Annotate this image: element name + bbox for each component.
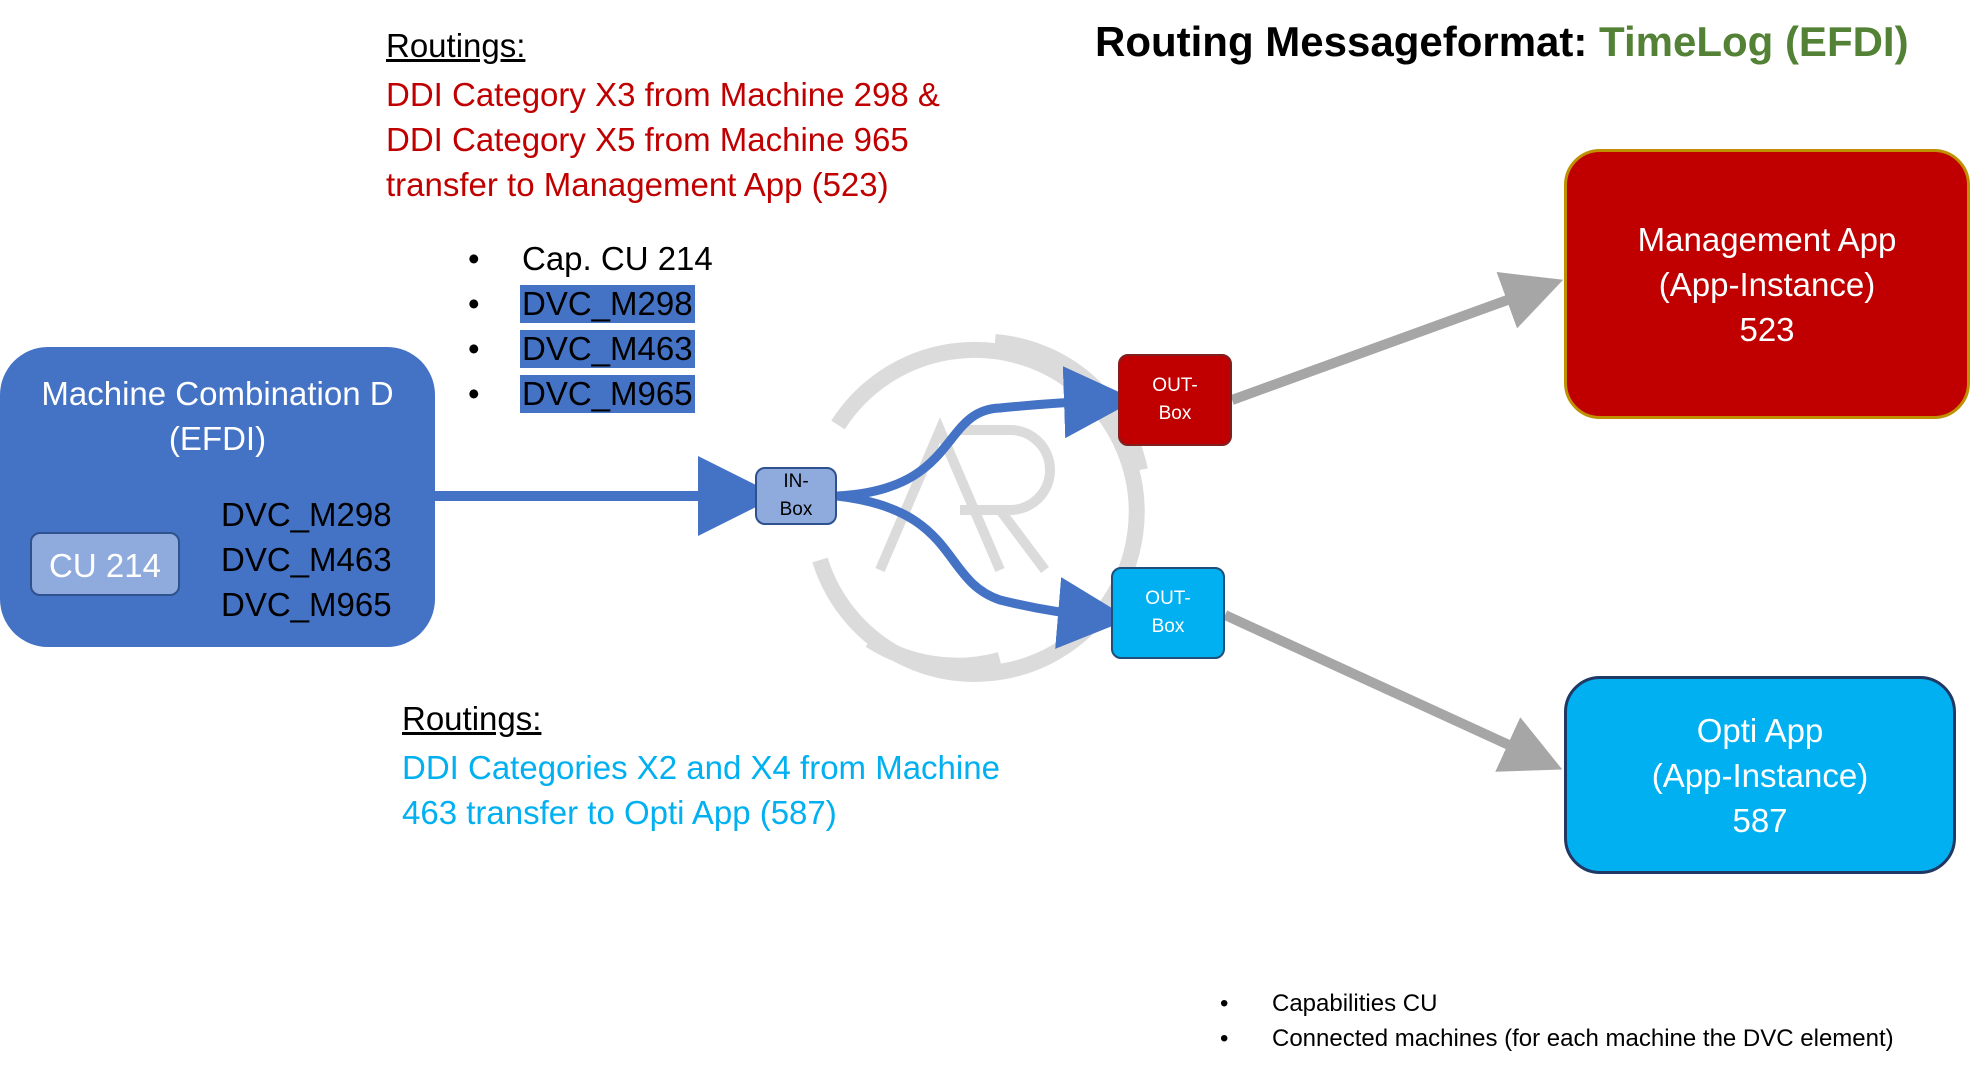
machine-combination-box[interactable]: Machine Combination D (EFDI) CU 214 DVC_… (0, 347, 435, 647)
bullet: • (468, 240, 480, 277)
dvc-item: DVC_M463 (221, 541, 392, 578)
blue-outbox-to-opti-arrow (1222, 610, 1563, 772)
red-outbox-to-management-arrow (1230, 272, 1564, 405)
routing-bottom-line: DDI Categories X2 and X4 from Machine (402, 749, 1000, 786)
routing-top-text: DDI Category X3 from Machine 298 & DDI C… (386, 72, 940, 207)
in-box-label: IN- (783, 471, 809, 492)
dvc-item: DVC_M298 (221, 496, 392, 533)
list-item-text: Cap. CU 214 (522, 240, 713, 277)
cu-box[interactable]: CU 214 (30, 532, 180, 596)
routing-top-line: transfer to Management App (523) (386, 166, 889, 203)
routing-bottom-text: DDI Categories X2 and X4 from Machine 46… (402, 745, 1000, 835)
page-title: Routing Messageformat: TimeLog (EFDI) (1095, 18, 1909, 66)
opti-app-box[interactable]: Opti App (App-Instance) 587 (1564, 676, 1956, 874)
inbox-to-red-outbox-arrow (836, 366, 1136, 501)
bullet: • (468, 285, 480, 322)
bullet: • (1220, 990, 1229, 1017)
dvc-item: DVC_M965 (221, 586, 392, 623)
machine-title-line: (EFDI) (168, 420, 267, 457)
dvc-list: DVC_M298 DVC_M463 DVC_M965 (221, 492, 392, 627)
routing-bottom-heading: Routings: (402, 700, 542, 737)
app-id: 587 (1732, 801, 1788, 839)
list-item-text: DVC_M298 (520, 285, 695, 323)
out-box-opti[interactable]: OUT- Box (1111, 567, 1225, 659)
routing-top-line: DDI Category X3 from Machine 298 & (386, 76, 940, 113)
title-prefix: Routing Messageformat: (1095, 18, 1600, 65)
routing-top-heading: Routings: (386, 27, 526, 64)
inbox-to-blue-outbox-arrow (836, 491, 1130, 649)
out-box-label: OUT- (1152, 375, 1198, 396)
out-box-label: Box (1151, 616, 1185, 637)
management-app-box[interactable]: Management App (App-Instance) 523 (1564, 149, 1970, 419)
in-box-label: Box (779, 499, 813, 520)
bullet: • (468, 330, 480, 367)
list-item-text: DVC_M463 (520, 330, 695, 368)
machine-title-line: Machine Combination D (41, 375, 394, 412)
out-box-label: Box (1158, 403, 1192, 424)
out-box-label: OUT- (1145, 588, 1191, 609)
list-item-text: Capabilities CU (1272, 990, 1438, 1017)
app-id: 523 (1739, 310, 1795, 348)
app-label: Management App (1637, 220, 1897, 258)
routing-bottom-line: 463 transfer to Opti App (587) (402, 794, 837, 831)
machine-title: Machine Combination D (EFDI) (0, 371, 435, 461)
app-label: Opti App (1696, 711, 1824, 749)
out-box-management[interactable]: OUT- Box (1118, 354, 1232, 446)
bullet: • (1220, 1025, 1229, 1052)
title-accent: TimeLog (EFDI) (1599, 18, 1909, 65)
list-item-text: Connected machines (for each machine the… (1272, 1025, 1894, 1052)
app-label: (App-Instance) (1658, 265, 1876, 303)
bullet: • (468, 375, 480, 412)
routing-top-line: DDI Category X5 from Machine 965 (386, 121, 909, 158)
app-label: (App-Instance) (1651, 756, 1869, 794)
ar-logo-watermark-icon (812, 334, 1148, 682)
list-item-text: DVC_M965 (520, 375, 695, 413)
in-box[interactable]: IN- Box (755, 467, 837, 525)
